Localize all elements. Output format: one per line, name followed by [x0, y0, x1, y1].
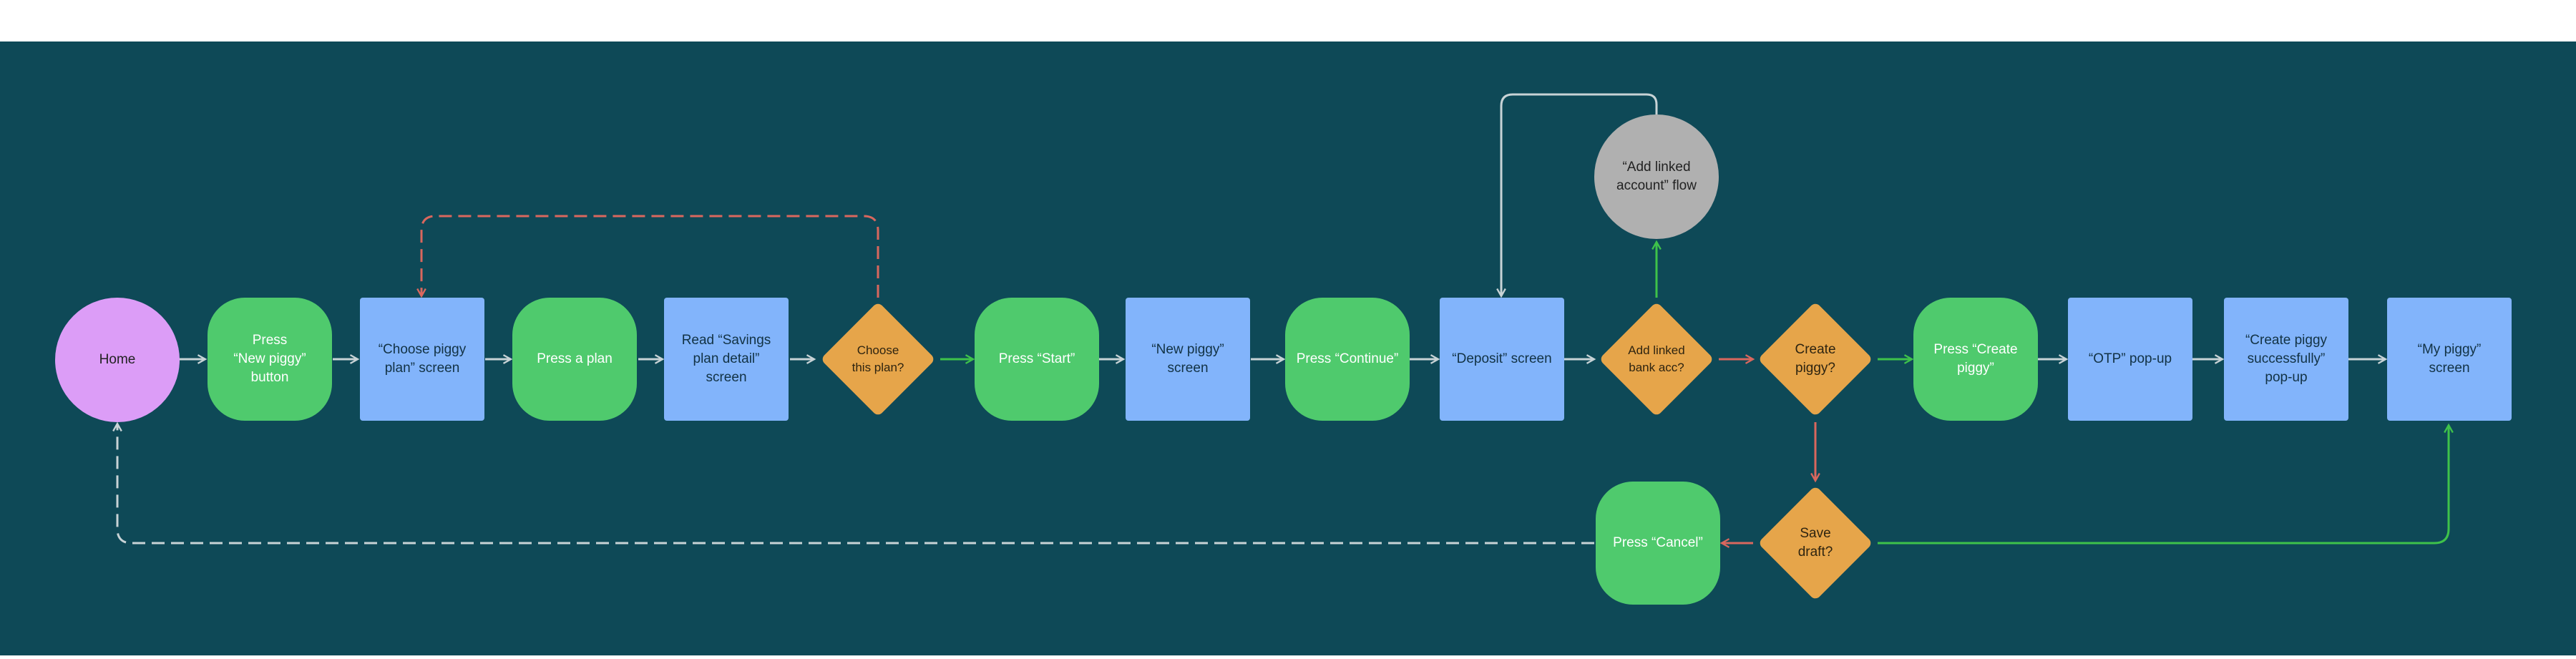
- node-read-savings-plan-detail: Read “Savings plan detail” screen: [664, 298, 789, 421]
- edge-choose-this-plan-no-loop: [421, 215, 879, 298]
- node-press-cancel: Press “Cancel”: [1596, 482, 1720, 605]
- decision-label: Create piggy?: [1795, 342, 1836, 376]
- decision-label: Add linked bank acc?: [1628, 343, 1685, 374]
- node-create-piggy-successfully-popup: “Create piggy successfully” pop-up: [2224, 298, 2348, 421]
- node-press-a-plan: Press a plan: [512, 298, 637, 421]
- node-home: Home: [55, 298, 180, 422]
- node-add-linked-account-flow: “Add linked account” flow: [1594, 114, 1719, 239]
- node-otp-popup: “OTP” pop-up: [2068, 298, 2192, 421]
- decision-label: Save draft?: [1797, 526, 1833, 560]
- node-my-piggy-screen: “My piggy” screen: [2387, 298, 2512, 421]
- decision-label: Choose this plan?: [852, 343, 904, 374]
- node-press-continue: Press “Continue”: [1285, 298, 1410, 421]
- node-press-start: Press “Start”: [975, 298, 1099, 421]
- edge-save-draft-yes: [1878, 425, 2449, 545]
- edge-linked-flow-to-deposit: [1501, 93, 1658, 296]
- node-press-new-piggy-button: Press “New piggy” button: [208, 298, 332, 421]
- decision-choose-this-plan: Choose this plan?: [816, 298, 940, 421]
- node-press-create-piggy: Press “Create piggy”: [1913, 298, 2038, 421]
- node-deposit-screen: “Deposit” screen: [1440, 298, 1564, 421]
- edge-cancel-to-home: [117, 424, 1594, 545]
- decision-save-draft: Save draft?: [1754, 482, 1877, 605]
- decision-add-linked-bank-acc: Add linked bank acc?: [1595, 298, 1718, 421]
- decision-create-piggy: Create piggy?: [1754, 298, 1877, 421]
- node-new-piggy-screen: “New piggy” screen: [1126, 298, 1250, 421]
- node-choose-piggy-plan-screen: “Choose piggy plan” screen: [360, 298, 484, 421]
